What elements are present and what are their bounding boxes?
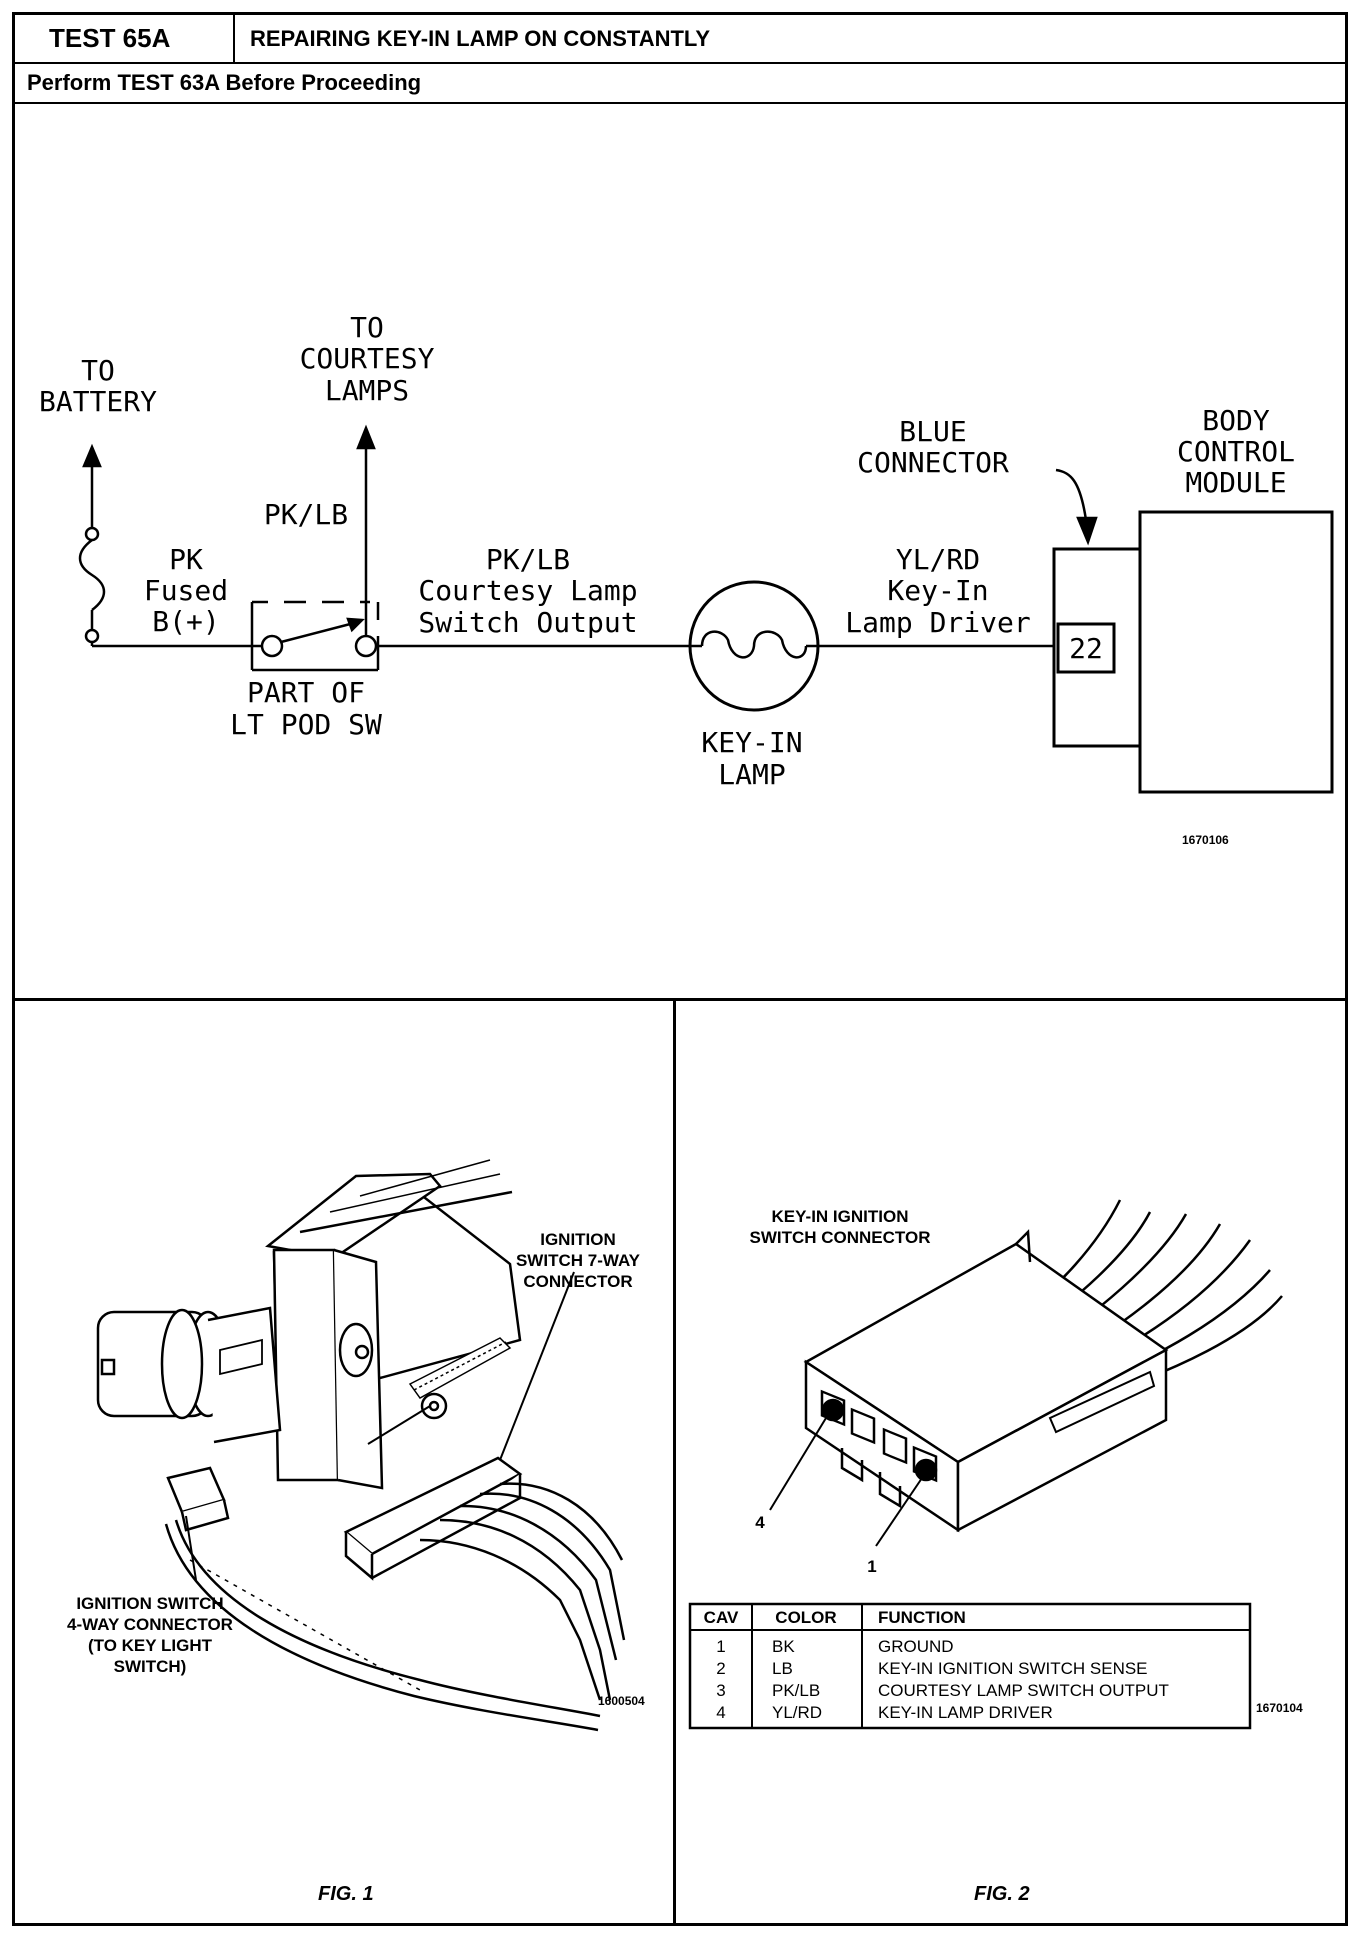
fig1-labels: IGNITION SWITCH 7-WAY CONNECTOR IGNITION… xyxy=(67,1230,641,1676)
fig2-pin-4: 4 xyxy=(755,1513,765,1532)
pk-lb-vertical-label: PK/LB xyxy=(264,498,348,531)
part-of-line1: PART OF xyxy=(247,676,365,709)
test-id: TEST 65A xyxy=(15,15,235,62)
fig2-leaders xyxy=(769,1417,923,1547)
pin-box xyxy=(1056,622,1116,674)
part-of-line2: LT POD SW xyxy=(230,708,382,741)
fig1-caption: FIG. 1 xyxy=(318,1883,374,1905)
driver-wire-line1: YL/RD xyxy=(896,543,980,576)
fig1-7way-line1: IGNITION xyxy=(540,1230,616,1249)
fig1-illustration xyxy=(96,1159,626,1732)
table-cell: COURTESY LAMP SWITCH OUTPUT xyxy=(878,1681,1169,1700)
courtesy-wire-line2: Courtesy Lamp xyxy=(418,574,637,607)
schematic-ref-number: 1670106 xyxy=(1182,833,1229,847)
table-header-color: COLOR xyxy=(775,1608,836,1627)
courtesy-wire-line3: Switch Output xyxy=(418,606,637,639)
fig1-4way-line2: 4-WAY CONNECTOR xyxy=(67,1615,233,1634)
blue-connector-line1: BLUE xyxy=(899,415,966,448)
fig1-7way-line2: SWITCH 7-WAY xyxy=(516,1251,641,1270)
key-in-lamp-line1: KEY-IN xyxy=(701,726,802,759)
section-divider xyxy=(15,998,1345,1001)
fig1-leaders xyxy=(185,1271,575,1581)
fig2-connector-line2: SWITCH CONNECTOR xyxy=(749,1228,930,1247)
cavity-4-dot xyxy=(821,1398,845,1422)
page-frame: TEST 65A REPAIRING KEY-IN LAMP ON CONSTA… xyxy=(12,12,1348,1926)
fuse-terminal-bottom xyxy=(84,628,100,644)
fig1-4way-line1: IGNITION SWITCH xyxy=(76,1594,223,1613)
pk-fused-line3: B(+) xyxy=(152,605,219,638)
fig2-caption: FIG. 2 xyxy=(974,1883,1030,1905)
to-battery-line1: TO xyxy=(81,354,115,387)
table-cell: 3 xyxy=(716,1681,725,1700)
table-cell: 1 xyxy=(716,1637,725,1656)
table-cell: 4 xyxy=(716,1703,725,1722)
cavity-1-dot xyxy=(914,1458,938,1482)
fig1-4way-line3: (TO KEY LIGHT xyxy=(88,1636,213,1655)
fig1-ref-number: 1600504 xyxy=(598,1694,645,1708)
to-battery-line2: BATTERY xyxy=(39,385,157,418)
bcm-line1: BODY xyxy=(1202,404,1270,437)
arrow-down-icon xyxy=(1076,516,1098,546)
table-header-function: FUNCTION xyxy=(878,1608,966,1627)
figure-divider xyxy=(673,1001,676,1923)
fig2-labels: KEY-IN IGNITION SWITCH CONNECTOR 4 1 xyxy=(749,1207,930,1576)
blue-connector-line2: CONNECTOR xyxy=(857,446,1009,479)
fig2-ref-number: 1670104 xyxy=(1256,1701,1303,1715)
fuse-icon xyxy=(78,539,106,611)
table-header-cav: CAV xyxy=(704,1608,739,1627)
driver-wire-line2: Key-In xyxy=(887,574,988,607)
pk-fused-line1: PK xyxy=(169,543,203,576)
body-control-module xyxy=(1138,510,1334,794)
bcm-line2: CONTROL xyxy=(1177,435,1295,468)
table-cell: LB xyxy=(772,1659,793,1678)
fig1-4way-line4: SWITCH) xyxy=(114,1657,187,1676)
table-cell: KEY-IN IGNITION SWITCH SENSE xyxy=(878,1659,1148,1678)
pin-number: 22 xyxy=(1069,632,1103,665)
switch-contact-right xyxy=(354,634,378,658)
fuse-terminal-top xyxy=(84,526,100,542)
table-cell: BK xyxy=(772,1637,795,1656)
driver-wire-line3: Lamp Driver xyxy=(845,606,1030,639)
bcm-line3: MODULE xyxy=(1185,466,1286,499)
pin-table: CAV COLOR FUNCTION 1 BK GROUND 2 LB KEY-… xyxy=(688,1602,1252,1730)
table-cell: 2 xyxy=(716,1659,725,1678)
arrow-up-icon xyxy=(82,443,102,468)
table-cell: KEY-IN LAMP DRIVER xyxy=(878,1703,1053,1722)
courtesy-wire-line1: PK/LB xyxy=(486,543,570,576)
schematic xyxy=(78,424,1334,794)
key-in-lamp-line2: LAMP xyxy=(718,758,785,791)
to-courtesy-line3: LAMPS xyxy=(325,374,409,407)
page-title: REPAIRING KEY-IN LAMP ON CONSTANTLY xyxy=(250,26,711,51)
to-courtesy-line1: TO xyxy=(350,311,384,344)
table-cell: PK/LB xyxy=(772,1681,820,1700)
arrow-up-icon xyxy=(356,424,376,450)
fig2-connector-line1: KEY-IN IGNITION xyxy=(772,1207,909,1226)
header-bar: TEST 65A REPAIRING KEY-IN LAMP ON CONSTA… xyxy=(15,15,1345,64)
schematic-labels: TO BATTERY TO COURTESY LAMPS PK/LB PK Fu… xyxy=(39,311,1295,791)
prerequisite-note: Perform TEST 63A Before Proceeding xyxy=(15,64,1345,104)
fig1-7way-line3: CONNECTOR xyxy=(523,1272,632,1291)
fig2-pin-1: 1 xyxy=(867,1557,876,1576)
switch-contact-left xyxy=(260,634,284,658)
pk-fused-line2: Fused xyxy=(144,574,228,607)
to-courtesy-line2: COURTESY xyxy=(300,342,435,375)
table-cell: GROUND xyxy=(878,1637,954,1656)
table-cell: YL/RD xyxy=(772,1703,822,1722)
fig2-connector xyxy=(803,1199,1283,1533)
